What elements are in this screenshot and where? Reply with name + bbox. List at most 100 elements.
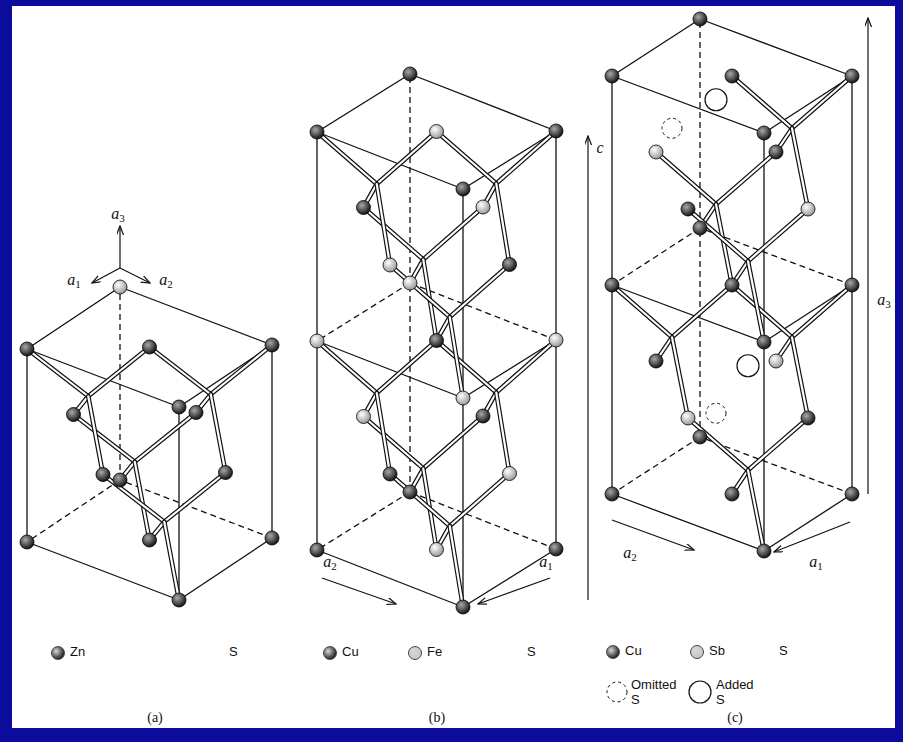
cell-edge [764, 76, 852, 133]
legend-text: Sb [709, 644, 725, 659]
atom [757, 126, 771, 140]
bond-outline [656, 152, 716, 204]
label-part: 3 [885, 298, 891, 310]
cell-edges [317, 74, 556, 607]
added-s-site [705, 89, 727, 111]
label-part: 1 [75, 278, 81, 290]
bond-core [672, 337, 688, 418]
bond [211, 345, 272, 394]
axis-label: a2 [323, 554, 337, 570]
bond-core [377, 132, 437, 185]
bond-outline [135, 413, 196, 462]
chalcopyrite-cell [310, 67, 563, 614]
bond [792, 285, 852, 337]
bond-core [88, 347, 149, 396]
atoms [310, 67, 563, 614]
axis-label: c [596, 140, 603, 156]
bond [364, 417, 424, 469]
atom [430, 543, 444, 557]
bond-core [437, 341, 497, 393]
legend-text: Zn [70, 645, 85, 660]
bond-outline [672, 285, 732, 337]
bond-outline [150, 347, 211, 394]
bond [27, 349, 88, 396]
atom [403, 276, 417, 290]
label-part: a [67, 271, 75, 288]
paper [12, 6, 895, 728]
legend-shape [689, 681, 711, 703]
bond-core [748, 470, 764, 551]
bond-core [792, 285, 852, 337]
bond-core [496, 340, 556, 393]
atom [265, 531, 279, 545]
bond-outline [748, 418, 808, 470]
cell-edge [27, 349, 179, 407]
bond [317, 132, 377, 184]
atom [113, 473, 127, 487]
atom [172, 400, 186, 414]
bonds [612, 76, 852, 551]
bond [688, 418, 748, 470]
bond [496, 393, 509, 474]
cell-edge [178, 407, 179, 600]
cell-edges [612, 19, 852, 551]
cell-edge [764, 494, 852, 551]
atom [265, 338, 279, 352]
bond-outline [496, 393, 509, 474]
cell-edge [611, 76, 612, 285]
bond-outline [792, 128, 808, 209]
axis-arrow [119, 226, 120, 268]
atom [430, 334, 444, 348]
atom [549, 124, 563, 138]
bond [377, 132, 437, 185]
atom [476, 200, 490, 214]
bond [164, 473, 225, 522]
cell-edge [555, 131, 556, 340]
atom [96, 468, 110, 482]
bond-outline [377, 184, 390, 265]
cell-edge [271, 345, 272, 538]
atom [693, 12, 707, 26]
legend-swatch [51, 646, 65, 660]
atom [649, 145, 663, 159]
bond [748, 209, 808, 261]
bond [150, 347, 211, 394]
bond-core [74, 415, 135, 462]
cell-edge [26, 349, 27, 542]
axis-arrow [867, 18, 868, 494]
atom [549, 542, 563, 556]
label-part: a [323, 553, 331, 570]
cell-edge [316, 132, 317, 341]
bond-outline [88, 347, 149, 396]
bond-outline [672, 337, 688, 418]
atom [20, 535, 34, 549]
atom [383, 467, 397, 481]
atom [476, 409, 490, 423]
atoms [605, 12, 859, 558]
cell-edge [409, 283, 410, 492]
bond-outline [390, 265, 450, 317]
cell-edge [317, 132, 463, 189]
cell-edge [462, 398, 463, 607]
bond-core [716, 152, 776, 204]
bond-core [377, 393, 390, 474]
bond-outline [792, 337, 808, 418]
bond-outline [688, 418, 748, 470]
bond [450, 265, 510, 318]
atom [189, 406, 203, 420]
bond [748, 261, 764, 342]
bond-outline [377, 393, 390, 474]
bond-core [27, 349, 88, 396]
bond-core [364, 417, 424, 469]
cell-edge [317, 283, 410, 341]
cell-edge [851, 285, 852, 494]
bond-core [748, 209, 808, 261]
atom [769, 354, 783, 368]
bonds [317, 131, 556, 607]
bond [88, 396, 103, 474]
bond [377, 341, 437, 394]
cell-edge [179, 538, 272, 600]
bond-outline [164, 473, 225, 522]
atom [605, 69, 619, 83]
